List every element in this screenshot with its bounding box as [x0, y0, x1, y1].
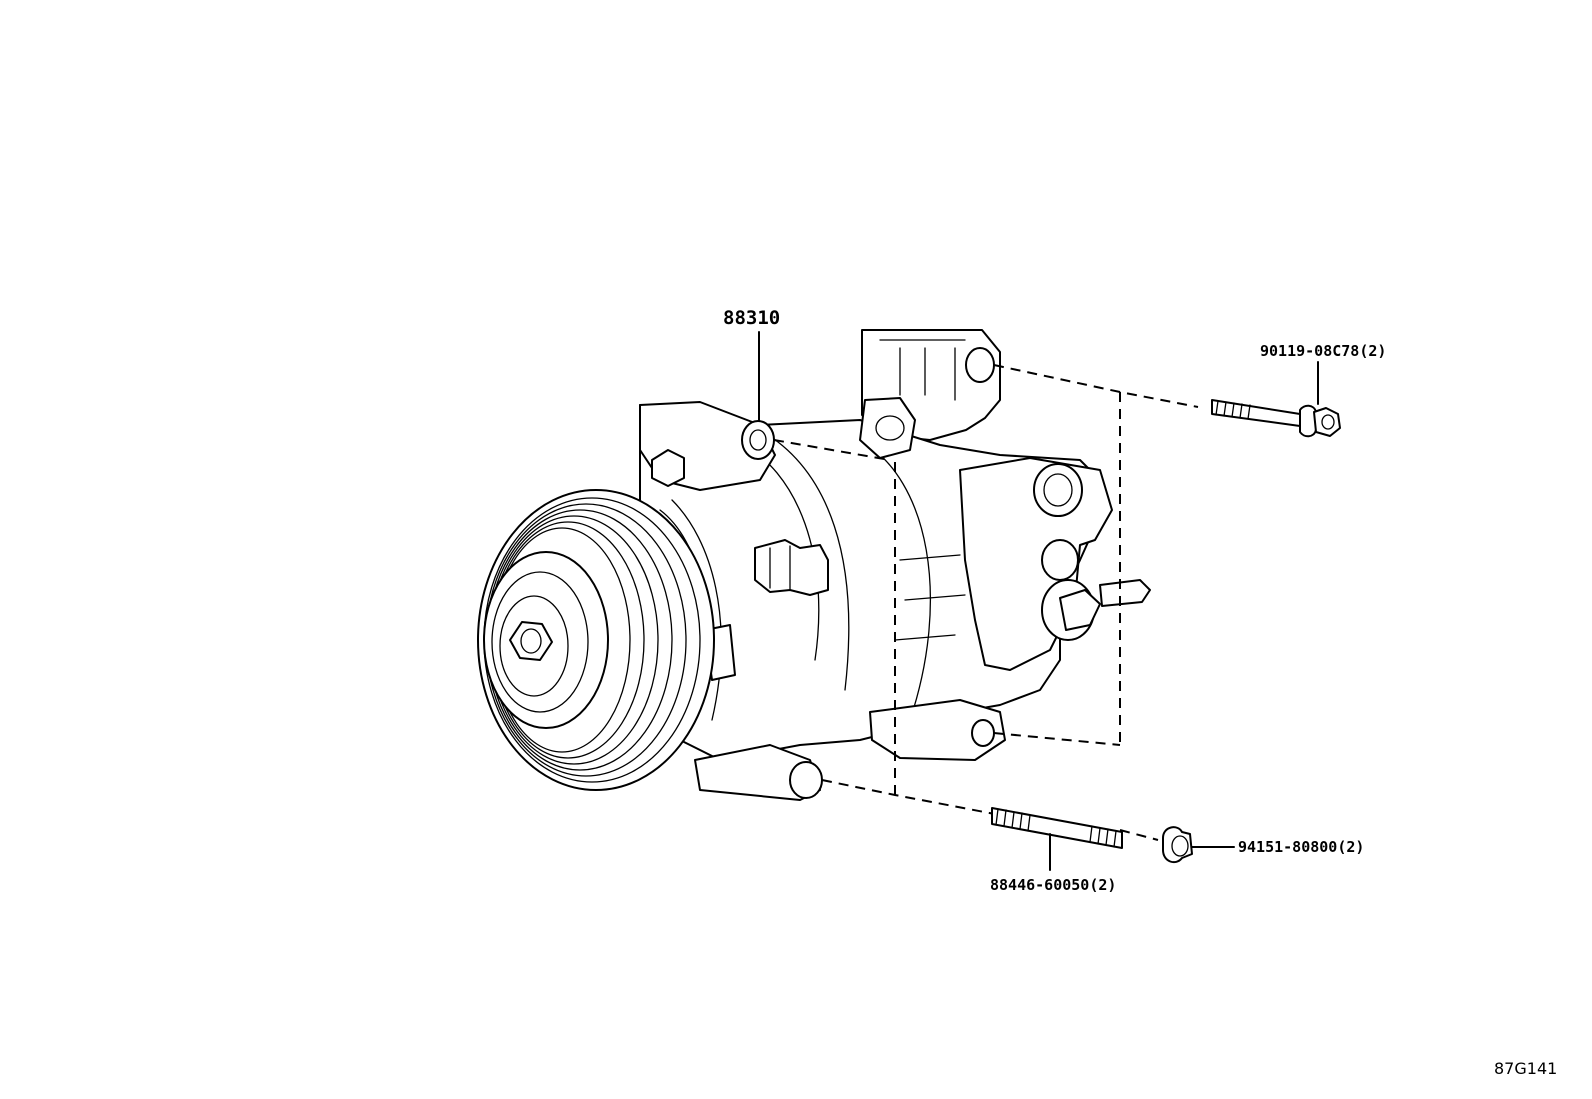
center-nut	[509, 621, 553, 661]
magnetic-clutch-pulley	[477, 489, 715, 791]
bolt-flange	[1299, 404, 1317, 438]
discharge-port	[1041, 539, 1079, 581]
rear-lower-bracket	[869, 699, 1006, 761]
compressor-assembly	[639, 329, 1151, 801]
relief-valve	[754, 539, 829, 596]
rear-lower-mount-hole	[971, 719, 995, 747]
top-hex-bolt-head	[651, 449, 685, 487]
figure-code: 87G141	[1494, 1059, 1558, 1078]
electrical-connector	[1099, 579, 1151, 607]
bolt-part-number: 90119-08C78(2)	[1260, 342, 1387, 360]
suction-port	[1033, 463, 1083, 517]
compressor-part-number: 88310	[723, 307, 781, 329]
front-upper-mount-hole	[741, 420, 775, 460]
rear-upper-mount-hole	[965, 347, 995, 383]
bolt-hex-head	[1313, 407, 1341, 437]
stud-88446	[991, 807, 1123, 871]
alignment-guides	[773, 364, 1199, 841]
top-coupling	[859, 397, 916, 459]
front-lower-mount-hole	[789, 761, 823, 799]
bolt-90119	[1211, 361, 1341, 438]
nut-part-number: 94151-80800(2)	[1238, 838, 1365, 856]
stud-part-number: 88446-60050(2)	[990, 876, 1117, 894]
nut-94151	[1162, 826, 1235, 864]
